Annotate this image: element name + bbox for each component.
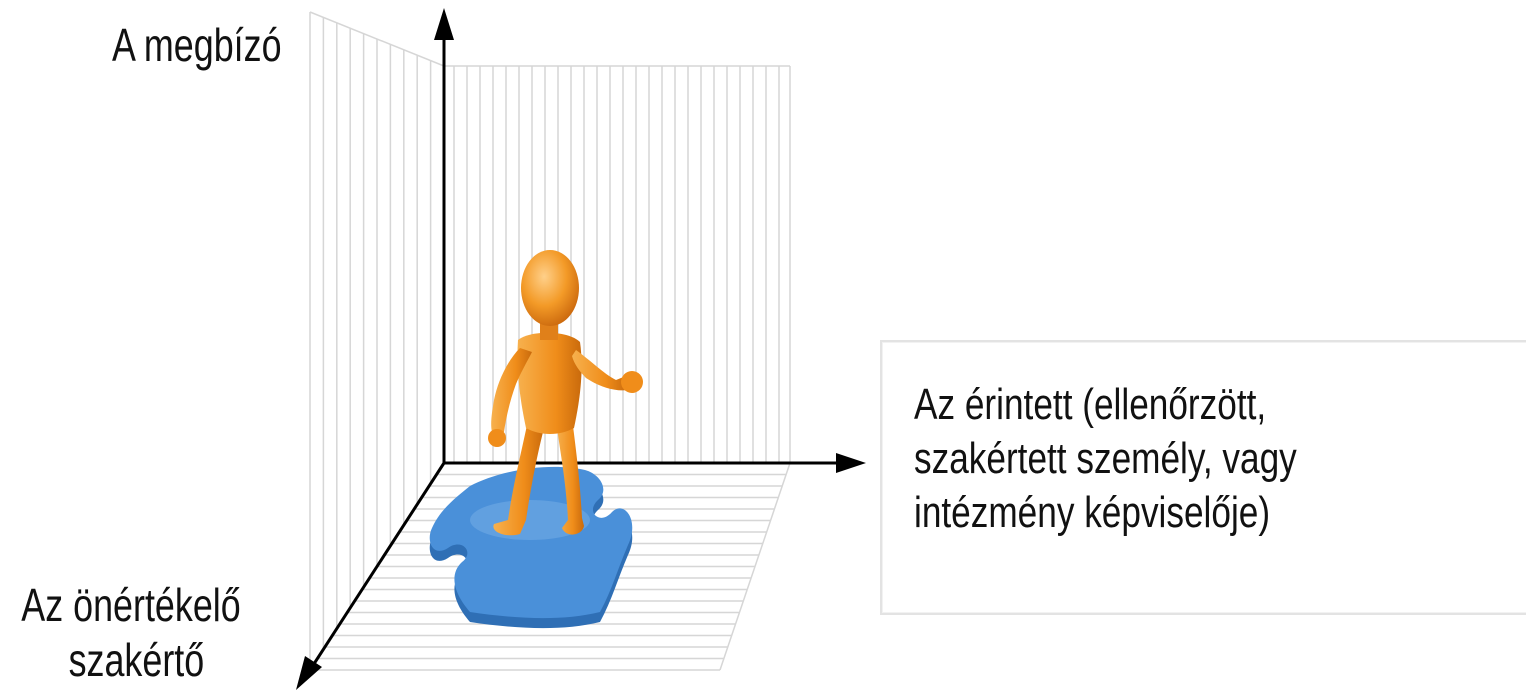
person-figure-icon bbox=[488, 250, 643, 536]
left-wall-top-edge bbox=[309, 11, 445, 67]
depth-axis bbox=[308, 462, 446, 671]
depth-axis-label-line-2: szakértő bbox=[68, 634, 205, 687]
horizontal-axis-label-line-3: intézmény képviselője) bbox=[914, 488, 1271, 537]
vertical-axis-arrowhead bbox=[434, 8, 454, 40]
horizontal-axis-label: Az érintett (ellenőrzött, szakértett sze… bbox=[914, 378, 1297, 540]
puzzle-piece-icon bbox=[429, 466, 633, 629]
floor-right-edge bbox=[719, 462, 791, 671]
back-wall-grid bbox=[444, 65, 791, 463]
left-wall-grid bbox=[309, 11, 445, 670]
depth-axis-label-line-1: Az önértékelő bbox=[21, 579, 241, 631]
horizontal-axis-label-line-2: szakértett személy, vagy bbox=[914, 434, 1297, 483]
vertical-axis-label: A megbízó bbox=[112, 19, 282, 71]
horizontal-axis-label-line-1: Az érintett (ellenőrzött, bbox=[914, 380, 1267, 429]
horizontal-axis-label-box: Az érintett (ellenőrzött, szakértett sze… bbox=[880, 340, 1526, 615]
depth-axis-label: Az önértékelő szakértő bbox=[14, 578, 248, 688]
horizontal-axis-arrowhead bbox=[836, 453, 866, 473]
axes bbox=[296, 8, 866, 690]
depth-axis-arrowhead bbox=[296, 656, 322, 690]
